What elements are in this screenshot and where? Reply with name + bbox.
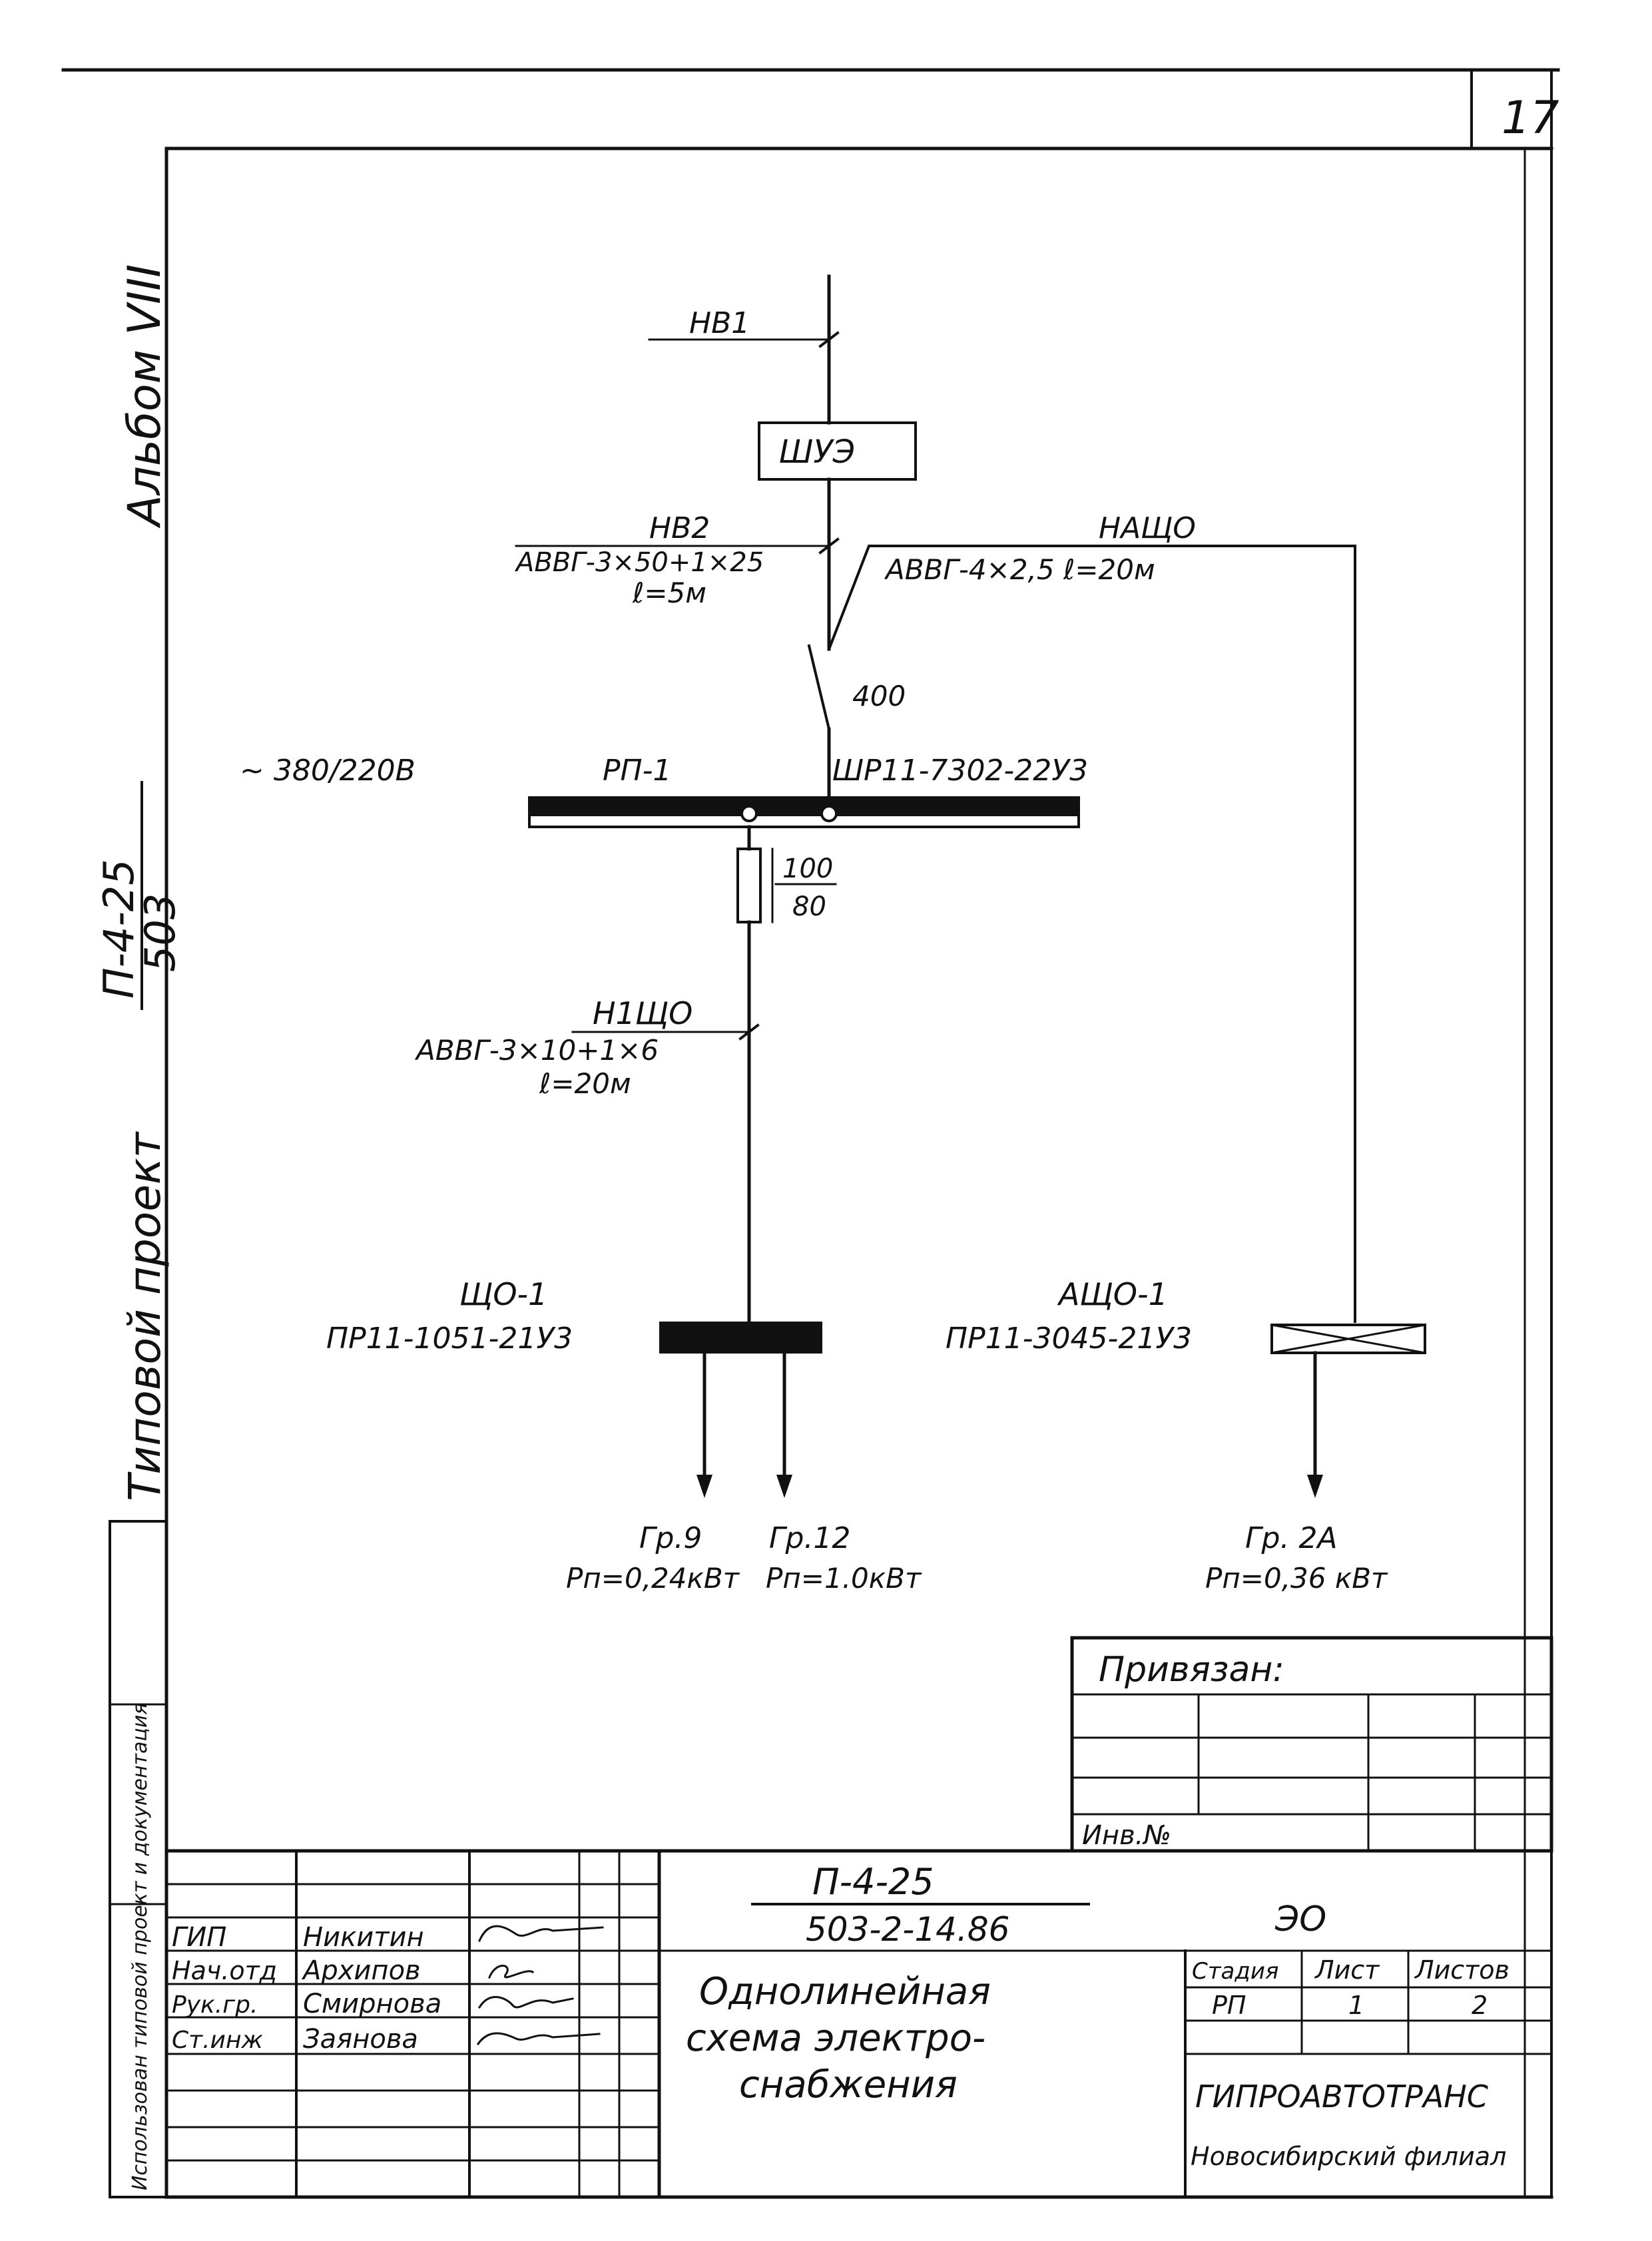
sheets-header: Листов: [1414, 1955, 1510, 1985]
doc-code-bottom: 503-2-14.86: [806, 1910, 1009, 1949]
inventory-number-label: Инв.№: [1082, 1820, 1171, 1851]
switch-rating: 400: [852, 680, 906, 712]
fuse-rating-bottom: 80: [792, 891, 826, 922]
binding-stamp: Привязан: Инв.№: [1070, 1636, 1553, 1853]
page-number: 17: [1502, 92, 1559, 144]
side-code-top: П-4-25: [95, 859, 143, 999]
hb2-label: НВ2: [649, 511, 710, 545]
switch-blade: [807, 644, 831, 731]
gr9-power: Рп=0,24кВт: [566, 1562, 740, 1595]
sheet-header: Лист: [1314, 1955, 1380, 1985]
nasho-label: НАЩО: [1099, 511, 1196, 545]
rp-node-1: [740, 805, 758, 822]
rp-busbar: [529, 798, 1079, 816]
asho-name: АЩО-1: [1057, 1276, 1168, 1312]
name-senior-eng: Заянова: [303, 2024, 418, 2055]
role-senior-eng: Ст.инж: [172, 2027, 263, 2054]
shco-name: ЩО-1: [459, 1276, 547, 1312]
hb2-cable: АВВГ-3×50+1×25: [514, 547, 764, 578]
org-branch: Новосибирский филиал: [1191, 2142, 1506, 2171]
role-group-lead: Рук.гр.: [172, 1991, 258, 2019]
gr2a-arrow: [1307, 1475, 1323, 1498]
n1sho-label: Н1ЩО: [593, 995, 692, 1031]
gr2a-power: Рп=0,36 кВт: [1205, 1562, 1388, 1595]
n1sho-length: ℓ=20м: [539, 1067, 631, 1100]
gr12-arrow: [776, 1475, 792, 1498]
hb2-length: ℓ=5м: [632, 577, 706, 609]
title-block: П-4-25 503-2-14.86 ЭО ГИП Нач.отд Рук.гр…: [164, 1849, 1553, 2199]
sheet-frame: [61, 68, 1560, 2199]
side-vertical-note: Использован типовой проект и документаци…: [129, 1703, 152, 2190]
rp-name: РП-1: [603, 754, 672, 788]
name-head: Архипов: [301, 1955, 421, 1986]
asho-type: ПР11-3045-21У3: [946, 1322, 1192, 1356]
voltage-label: ~ 380/220В: [240, 754, 415, 788]
n1sho-cable: АВВГ-3×10+1×6: [414, 1034, 659, 1067]
role-head: Нач.отд: [172, 1956, 277, 1985]
stage-value: РП: [1212, 1991, 1246, 2020]
rp-type: ШР11-7302-22У3: [832, 754, 1088, 788]
sheets-value: 2: [1472, 1991, 1488, 2020]
nasho-cable: АВВГ-4×2,5 ℓ=20м: [884, 553, 1155, 586]
shco-type: ПР11-1051-21У3: [326, 1322, 573, 1356]
gr12-power: Рп=1.0кВт: [766, 1562, 922, 1595]
shue-label: ШУЭ: [779, 433, 855, 471]
shco-panel: [659, 1322, 822, 1354]
side-project-code: П-4-25 503: [95, 781, 184, 1010]
signatures: [476, 1925, 604, 2046]
gr9-name: Гр.9: [639, 1521, 702, 1555]
side-code-bottom: 503: [136, 893, 184, 972]
doc-code-top: П-4-25: [812, 1861, 934, 1903]
drawing-title-line-2: схема электро-: [686, 2017, 985, 2060]
nasho-branch: [827, 545, 1356, 1323]
hb1-label: НВ1: [689, 306, 750, 340]
rp-node-2: [820, 805, 838, 822]
org-name: ГИПРОАВТОТРАНС: [1195, 2079, 1488, 2115]
fuse-rating-top: 100: [782, 854, 833, 884]
gr9-arrow: [696, 1475, 712, 1498]
sheet-value: 1: [1348, 1991, 1364, 2020]
doc-mark: ЭО: [1274, 1899, 1326, 1939]
name-group-lead: Смирнова: [303, 1989, 441, 2019]
single-line-diagram: НВ1 ШУЭ НВ2 АВВГ-3×50+1×25 ℓ=5м НАЩО АВВ…: [240, 274, 1426, 1595]
fuse: [736, 848, 762, 923]
side-album-label: Альбом VIII: [119, 264, 171, 529]
binding-title: Привязан:: [1099, 1650, 1284, 1690]
gr2a-name: Гр. 2А: [1245, 1521, 1338, 1555]
name-gip: Никитин: [303, 1922, 424, 1953]
drawing-title-line-3: снабжения: [739, 2063, 958, 2107]
side-project-label: Типовой проект: [119, 1130, 170, 1501]
gr12-name: Гр.12: [769, 1521, 850, 1555]
drawing-title-line-1: Однолинейная: [699, 1970, 991, 2013]
shue-box: [758, 421, 917, 481]
asho-panel: [1270, 1324, 1426, 1354]
role-gip: ГИП: [172, 1922, 226, 1953]
stage-header: Стадия: [1192, 1958, 1278, 1985]
